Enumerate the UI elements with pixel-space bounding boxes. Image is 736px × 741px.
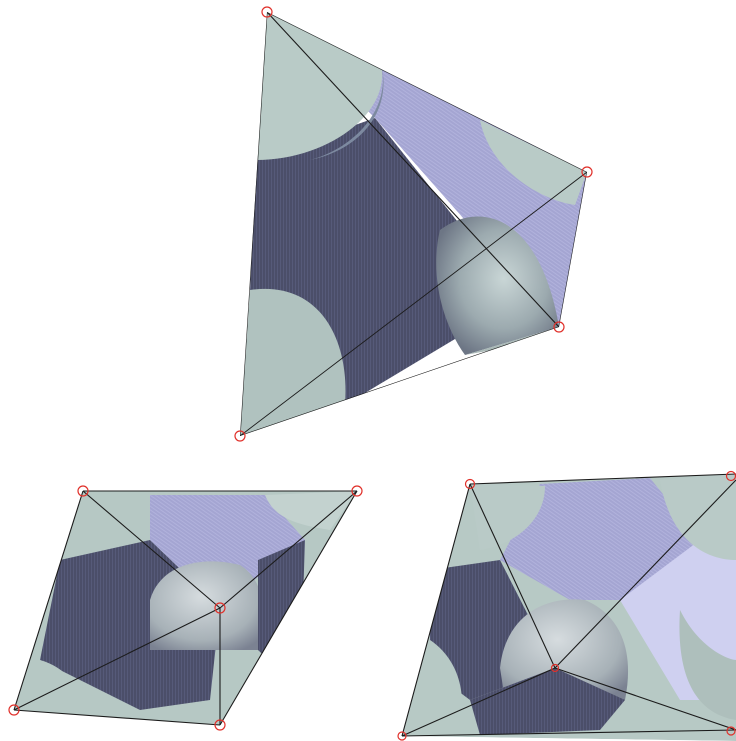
sphere-cap — [470, 484, 545, 550]
vertex-markers-top — [234, 6, 593, 442]
lavender-face — [150, 495, 305, 607]
sphere-cap — [14, 660, 79, 720]
sphere-cap — [660, 474, 736, 560]
sphere-cap — [436, 216, 559, 355]
vertex-marker-icon — [550, 663, 560, 673]
tetrahedron-top — [240, 12, 587, 436]
sphere-cap — [679, 610, 736, 720]
sphere-cap — [150, 561, 265, 650]
dark-face — [470, 668, 625, 735]
vertex-marker-icon — [214, 719, 226, 731]
vertex-markers-bottom-left — [8, 485, 363, 731]
edges-bottom-left — [13, 490, 358, 726]
sphere-cap — [402, 640, 462, 736]
sphere-cap — [465, 327, 559, 355]
vertex-marker-icon — [397, 731, 407, 741]
dark-face — [258, 540, 305, 690]
vertex-marker-icon — [726, 726, 736, 736]
vertex-marker-icon — [581, 166, 593, 178]
edges-bottom-right — [401, 473, 736, 737]
vertex-markers-bottom-right — [397, 470, 736, 741]
vertex-marker-icon — [234, 430, 246, 442]
sphere-cap — [480, 120, 587, 205]
vertex-marker-icon — [553, 321, 565, 333]
vertex-marker-icon — [8, 704, 20, 716]
sphere-cap — [60, 491, 150, 560]
vertex-marker-icon — [464, 478, 476, 490]
vertex-marker-icon — [351, 485, 363, 497]
sphere-cap — [265, 491, 357, 530]
sphere-cap — [500, 599, 629, 700]
vertex-marker-icon — [77, 485, 89, 497]
vertex-marker-icon — [261, 6, 273, 18]
tetrahedron-bottom-left — [14, 491, 357, 725]
vertex-marker-icon — [214, 602, 226, 614]
sphere-cap — [240, 288, 346, 436]
tetrahedron-bottom-right — [402, 474, 736, 741]
